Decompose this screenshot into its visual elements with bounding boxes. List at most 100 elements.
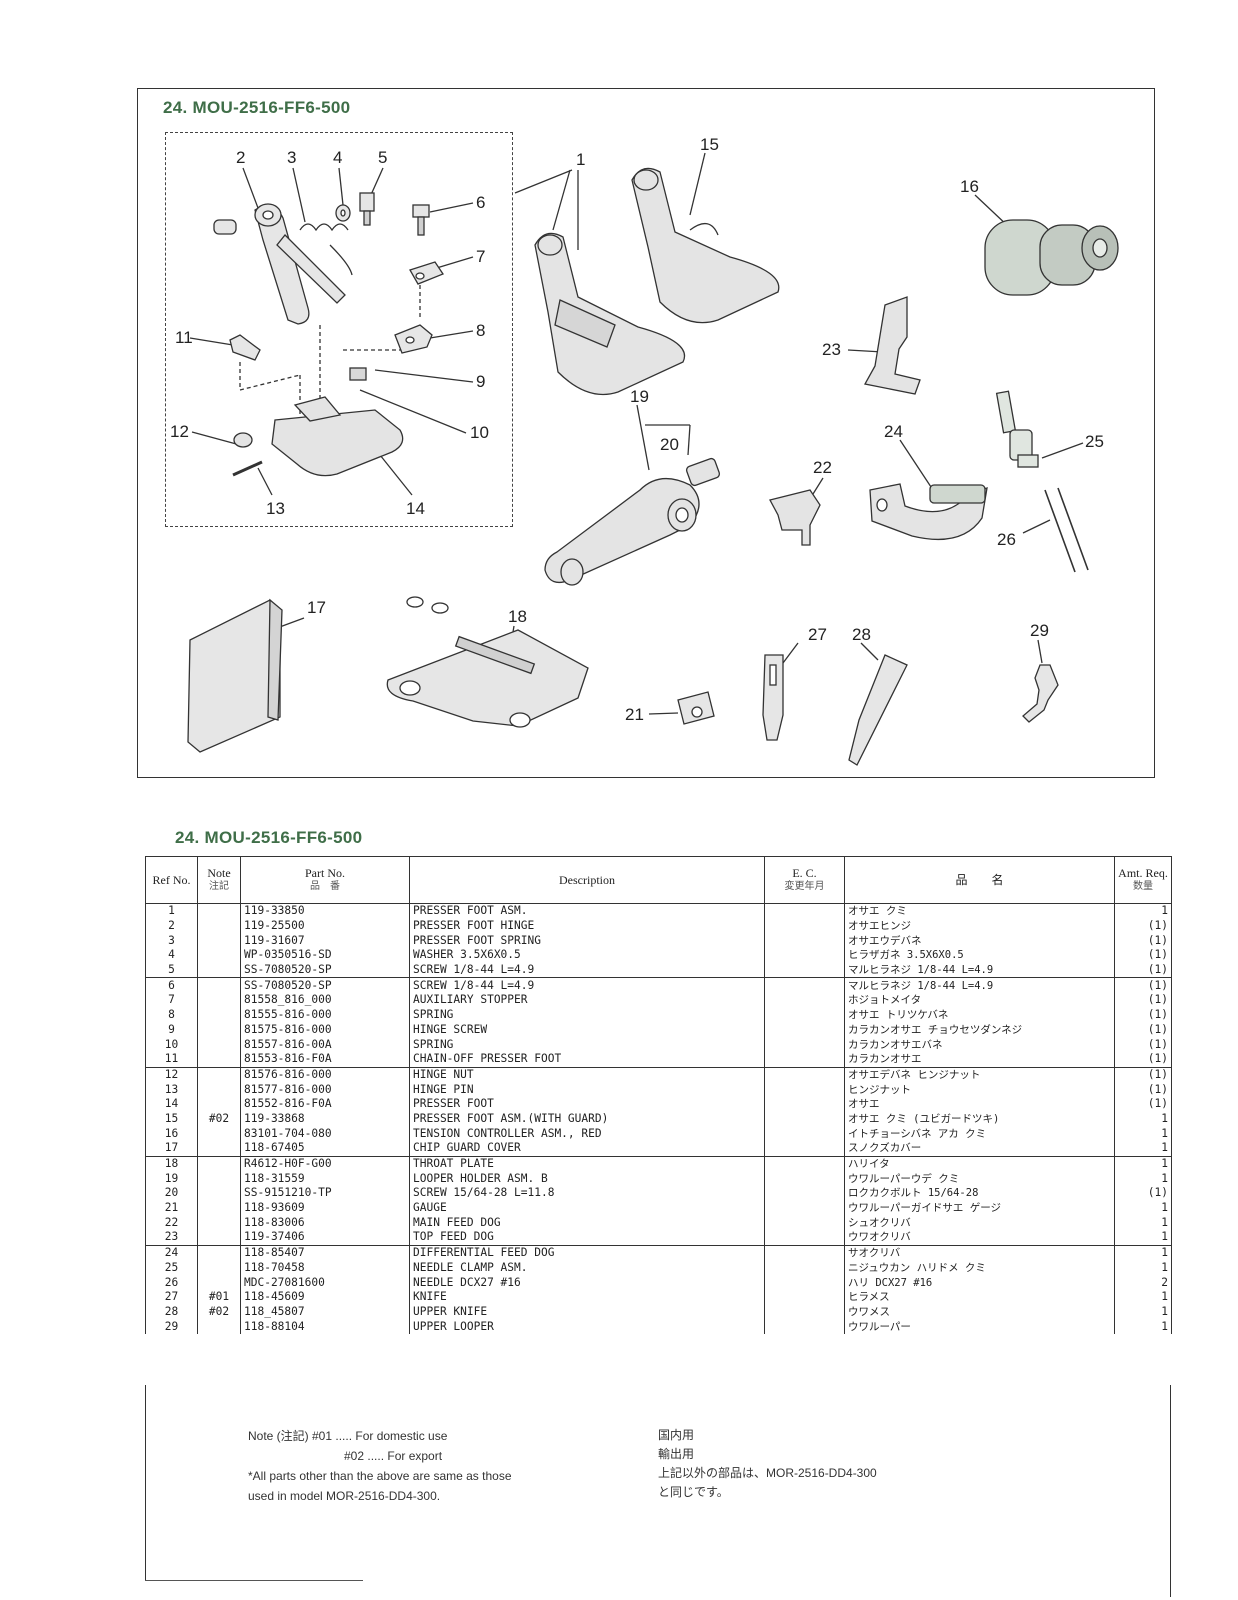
jp-name-cell: スノクズカバー xyxy=(844,1141,1115,1157)
presser-foot-hinge-part xyxy=(213,203,346,325)
ec-cell xyxy=(764,1289,845,1305)
jp-name-cell: オサエヒンジ xyxy=(844,918,1115,934)
note-line-2: #02 ..... For export xyxy=(344,1449,443,1463)
ec-cell xyxy=(764,1260,845,1276)
ref-cell: 6 xyxy=(145,977,198,994)
header-ec: E. C.変更年月 xyxy=(764,856,845,904)
note-cell xyxy=(197,977,241,994)
ec-cell xyxy=(764,993,845,1008)
chip-guard-cover-part xyxy=(187,598,283,753)
part-no-cell: 81555-816-000 xyxy=(240,1007,410,1023)
part-no-cell: 81575-816-000 xyxy=(240,1022,410,1038)
description-cell: TOP FEED DOG xyxy=(409,1230,765,1246)
amt-cell: (1) xyxy=(1114,918,1172,934)
description-cell: LOOPER HOLDER ASM. B xyxy=(409,1171,765,1187)
parts-illustration: 1 2 3 4 5 6 7 8 9 10 11 12 13 14 15 16 1… xyxy=(170,135,1119,766)
part-no-cell: 118_45807 xyxy=(240,1304,410,1320)
description-cell: TENSION CONTROLLER ASM., RED xyxy=(409,1126,765,1141)
notes-right-rule xyxy=(1170,1385,1171,1597)
amt-cell: 1 xyxy=(1114,1260,1172,1276)
callout-18: 18 xyxy=(508,607,527,626)
part-no-cell: 119-25500 xyxy=(240,918,410,934)
callout-25: 25 xyxy=(1085,432,1104,451)
callout-5: 5 xyxy=(378,148,387,167)
ref-cell: 3 xyxy=(145,933,198,949)
part-no-cell: SS-9151210-TP xyxy=(240,1186,410,1201)
jp-name-cell: マルヒラネジ 1/8-44 L=4.9 xyxy=(844,977,1115,994)
callout-6: 6 xyxy=(476,193,485,212)
main-feed-dog-part xyxy=(769,489,821,546)
jp-name-cell: オサエ トリツケバネ xyxy=(844,1007,1115,1023)
jp-name-cell: オサエデバネ ヒンジナット xyxy=(844,1067,1115,1083)
description-cell: UPPER LOOPER xyxy=(409,1319,765,1334)
header-part-no: Part No.品 番 xyxy=(240,856,410,904)
ref-cell: 28 xyxy=(145,1304,198,1320)
upper-looper-part xyxy=(1022,664,1059,723)
description-cell: HINGE PIN xyxy=(409,1082,765,1097)
part-no-cell: 118-93609 xyxy=(240,1200,410,1216)
part-no-cell: 119-37406 xyxy=(240,1230,410,1246)
ref-cell: 25 xyxy=(145,1260,198,1276)
header-ref: Ref No. xyxy=(145,856,198,904)
upper-knife-part xyxy=(848,654,908,766)
description-cell: SPRING xyxy=(409,1037,765,1052)
description-cell: MAIN FEED DOG xyxy=(409,1215,765,1231)
english-notes: Note (注記) #01 ..... For domestic use #02… xyxy=(248,1426,512,1506)
part-no-cell: 118-83006 xyxy=(240,1215,410,1231)
amt-cell: (1) xyxy=(1114,1186,1172,1201)
description-cell: AUXILIARY STOPPER xyxy=(409,993,765,1008)
callout-3: 3 xyxy=(287,148,296,167)
description-cell: WASHER 3.5X6X0.5 xyxy=(409,948,765,963)
amt-cell: (1) xyxy=(1114,933,1172,949)
header-amt: Amt. Req.数量 xyxy=(1114,856,1172,904)
ec-cell xyxy=(764,1037,845,1052)
part-no-cell: 118-70458 xyxy=(240,1260,410,1276)
amt-cell: 1 xyxy=(1114,903,1172,919)
notes-left-rule xyxy=(145,1385,146,1580)
ec-cell xyxy=(764,1111,845,1127)
ref-cell: 26 xyxy=(145,1275,198,1290)
callout-17: 17 xyxy=(307,598,326,617)
note-cell xyxy=(197,1260,241,1276)
note-cell xyxy=(197,1275,241,1290)
amt-cell: 1 xyxy=(1114,1200,1172,1216)
callout-20: 20 xyxy=(660,435,679,454)
ec-cell xyxy=(764,1304,845,1320)
callout-15: 15 xyxy=(700,135,719,154)
jp-name-cell: ホジョトメイタ xyxy=(844,993,1115,1008)
note-cell xyxy=(197,1141,241,1157)
amt-cell: 2 xyxy=(1114,1275,1172,1290)
ref-cell: 18 xyxy=(145,1156,198,1172)
note-cell xyxy=(197,933,241,949)
callout-23: 23 xyxy=(822,340,841,359)
description-cell: SCREW 15/64-28 L=11.8 xyxy=(409,1186,765,1201)
ref-cell: 24 xyxy=(145,1245,198,1261)
ec-cell xyxy=(764,977,845,994)
part-no-cell: 118-67405 xyxy=(240,1141,410,1157)
ref-cell: 17 xyxy=(145,1141,198,1157)
gauge-part xyxy=(677,691,715,725)
callout-1: 1 xyxy=(576,150,585,169)
amt-cell: 1 xyxy=(1114,1319,1172,1334)
ref-cell: 23 xyxy=(145,1230,198,1246)
ref-cell: 27 xyxy=(145,1289,198,1305)
description-cell: SCREW 1/8-44 L=4.9 xyxy=(409,962,765,979)
amt-cell: 1 xyxy=(1114,1289,1172,1305)
callout-14: 14 xyxy=(406,499,425,518)
jp-name-cell: カラカンオサエ チョウセツダンネジ xyxy=(844,1022,1115,1038)
part-no-cell: 119-33868 xyxy=(240,1111,410,1127)
header-description: Description xyxy=(409,856,765,904)
jp-note-line-4: と同じです。 xyxy=(658,1485,729,1499)
ref-cell: 2 xyxy=(145,918,198,934)
jp-name-cell: ヒラメス xyxy=(844,1289,1115,1305)
